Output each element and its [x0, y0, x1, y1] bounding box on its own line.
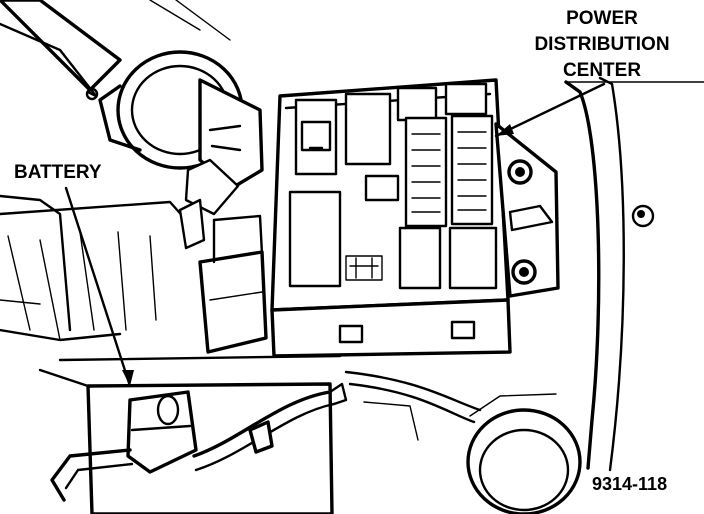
battery-label: BATTERY	[14, 162, 102, 183]
hoses	[344, 370, 482, 441]
right-fender	[564, 76, 704, 472]
battery-cable	[192, 382, 348, 472]
power-distribution-center	[270, 78, 560, 358]
battery-leader-line	[64, 186, 132, 388]
pdc-arrowhead	[496, 124, 514, 136]
pdc-label-line-1: POWER	[566, 8, 638, 29]
battery	[38, 354, 342, 514]
left-relay-module	[198, 214, 268, 354]
left-inner-fender	[0, 194, 188, 342]
battery-arrowhead	[122, 370, 134, 386]
vacuum-canister	[85, 50, 264, 250]
figure-number: 9314-118	[592, 474, 667, 494]
pdc-label-line-2: DISTRIBUTION	[534, 34, 669, 55]
pdc-leader-line	[494, 82, 606, 138]
strut-bracket	[0, 0, 231, 98]
pdc-label-line-3: CENTER	[563, 60, 641, 81]
reservoir-cap	[466, 393, 582, 514]
